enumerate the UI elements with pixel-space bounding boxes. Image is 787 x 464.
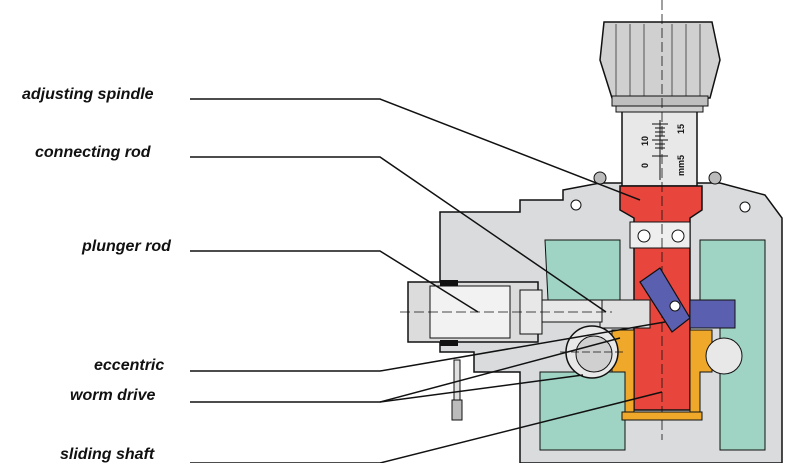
scale-unit: mm5 bbox=[676, 155, 686, 176]
scale-tick-10: 10 bbox=[640, 136, 650, 146]
adjusting-knob bbox=[599, 21, 721, 107]
leader-sliding-shaft bbox=[190, 391, 663, 463]
eccentric bbox=[560, 325, 743, 379]
label-sliding-shaft: sliding shaft bbox=[60, 446, 155, 463]
leader-adjusting-spindle bbox=[190, 98, 641, 201]
scale-barrel: 0 10 15 mm5 bbox=[615, 103, 704, 187]
label-eccentric: eccentric bbox=[94, 357, 165, 374]
label-worm-drive: worm drive bbox=[70, 387, 156, 404]
label-adjusting-spindle: adjusting spindle bbox=[22, 86, 154, 103]
scale-tick-0: 0 bbox=[640, 163, 650, 168]
leader-lines bbox=[190, 98, 666, 463]
label-connecting-rod: connecting rod bbox=[35, 144, 151, 161]
scale-tick-15: 15 bbox=[676, 124, 686, 134]
leader-plunger-rod bbox=[190, 250, 479, 313]
leader-eccentric bbox=[190, 321, 666, 372]
plunger bbox=[400, 280, 612, 421]
label-plunger-rod: plunger rod bbox=[82, 238, 171, 255]
leader-connecting-rod bbox=[190, 156, 607, 313]
leader-worm-drive-2 bbox=[379, 374, 584, 403]
connecting-rod-link bbox=[599, 267, 736, 333]
